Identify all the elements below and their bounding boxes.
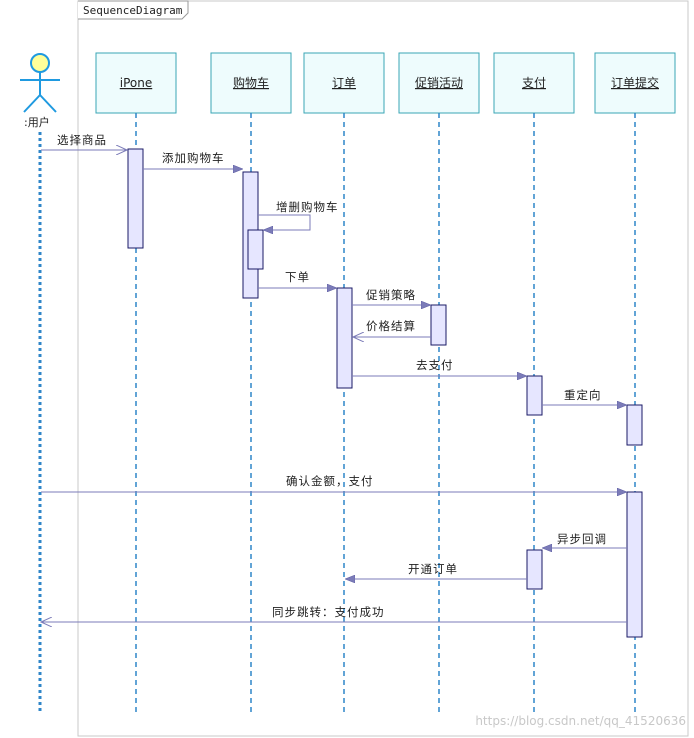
- activation-order: [336, 287, 353, 389]
- actor-user[interactable]: :用户: [20, 53, 60, 129]
- activation-submit-2: [626, 491, 643, 638]
- message-m2[interactable]: 添加购物车: [143, 151, 242, 169]
- lifeline-cart[interactable]: 购物车: [210, 52, 292, 114]
- activation-bars: [127, 148, 643, 638]
- message-label-m10: 异步回调: [557, 532, 607, 546]
- lifeline-order[interactable]: 订单: [303, 52, 385, 114]
- lifeline-iphone[interactable]: iPone: [95, 52, 177, 114]
- message-label-m1: 选择商品: [57, 133, 107, 147]
- message-m8[interactable]: 重定向: [542, 388, 626, 405]
- lifeline-label-iphone: iPone: [120, 76, 152, 90]
- activation-cart-self: [247, 229, 264, 270]
- message-label-m9: 确认金额，支付: [286, 474, 374, 488]
- message-label-m11: 开通订单: [408, 562, 458, 576]
- message-m10[interactable]: 异步回调: [543, 532, 627, 548]
- message-m7[interactable]: 去支付: [352, 358, 526, 376]
- message-label-m6: 价格结算: [366, 319, 416, 333]
- actor-label: :用户: [24, 115, 50, 129]
- lifeline-submit[interactable]: 订单提交: [594, 52, 676, 114]
- message-label-m7: 去支付: [416, 358, 454, 372]
- message-m3[interactable]: 增删购物车: [258, 200, 339, 230]
- activation-pay-1: [526, 375, 543, 416]
- activation-pay-2: [526, 549, 543, 590]
- message-m1[interactable]: 选择商品: [41, 133, 127, 150]
- message-label-m12: 同步跳转：支付成功: [272, 605, 385, 619]
- lifeline-pay[interactable]: 支付: [493, 52, 575, 114]
- message-m11[interactable]: 开通订单: [346, 562, 527, 579]
- message-m4[interactable]: 下单: [258, 270, 336, 288]
- stick-figure-actor-icon: [20, 53, 60, 113]
- activation-promo: [430, 304, 447, 346]
- message-label-m5: 促销策略: [366, 288, 416, 302]
- activation-submit-1: [626, 404, 643, 446]
- message-m9[interactable]: 确认金额，支付: [41, 474, 626, 492]
- message-label-m4: 下单: [285, 270, 310, 284]
- activation-iphone: [127, 148, 144, 249]
- lifeline-label-submit: 订单提交: [611, 75, 659, 90]
- lifeline-promo[interactable]: 促销活动: [398, 52, 480, 114]
- message-m5[interactable]: 促销策略: [352, 288, 430, 305]
- watermark-text: https://blog.csdn.net/qq_41520636: [475, 714, 686, 728]
- message-m6[interactable]: 价格结算: [353, 319, 431, 337]
- frame-title: SequenceDiagram: [83, 4, 183, 17]
- message-label-m3: 增删购物车: [276, 200, 339, 214]
- diagram-frame: SequenceDiagram: [77, 0, 689, 737]
- lifeline-label-promo: 促销活动: [415, 76, 463, 90]
- lifeline-label-cart: 购物车: [233, 75, 269, 90]
- message-m12[interactable]: 同步跳转：支付成功: [41, 605, 627, 622]
- message-label-m8: 重定向: [564, 388, 602, 402]
- lifeline-label-order: 订单: [332, 76, 356, 90]
- message-label-m2: 添加购物车: [162, 151, 225, 165]
- lifeline-label-pay: 支付: [522, 76, 546, 90]
